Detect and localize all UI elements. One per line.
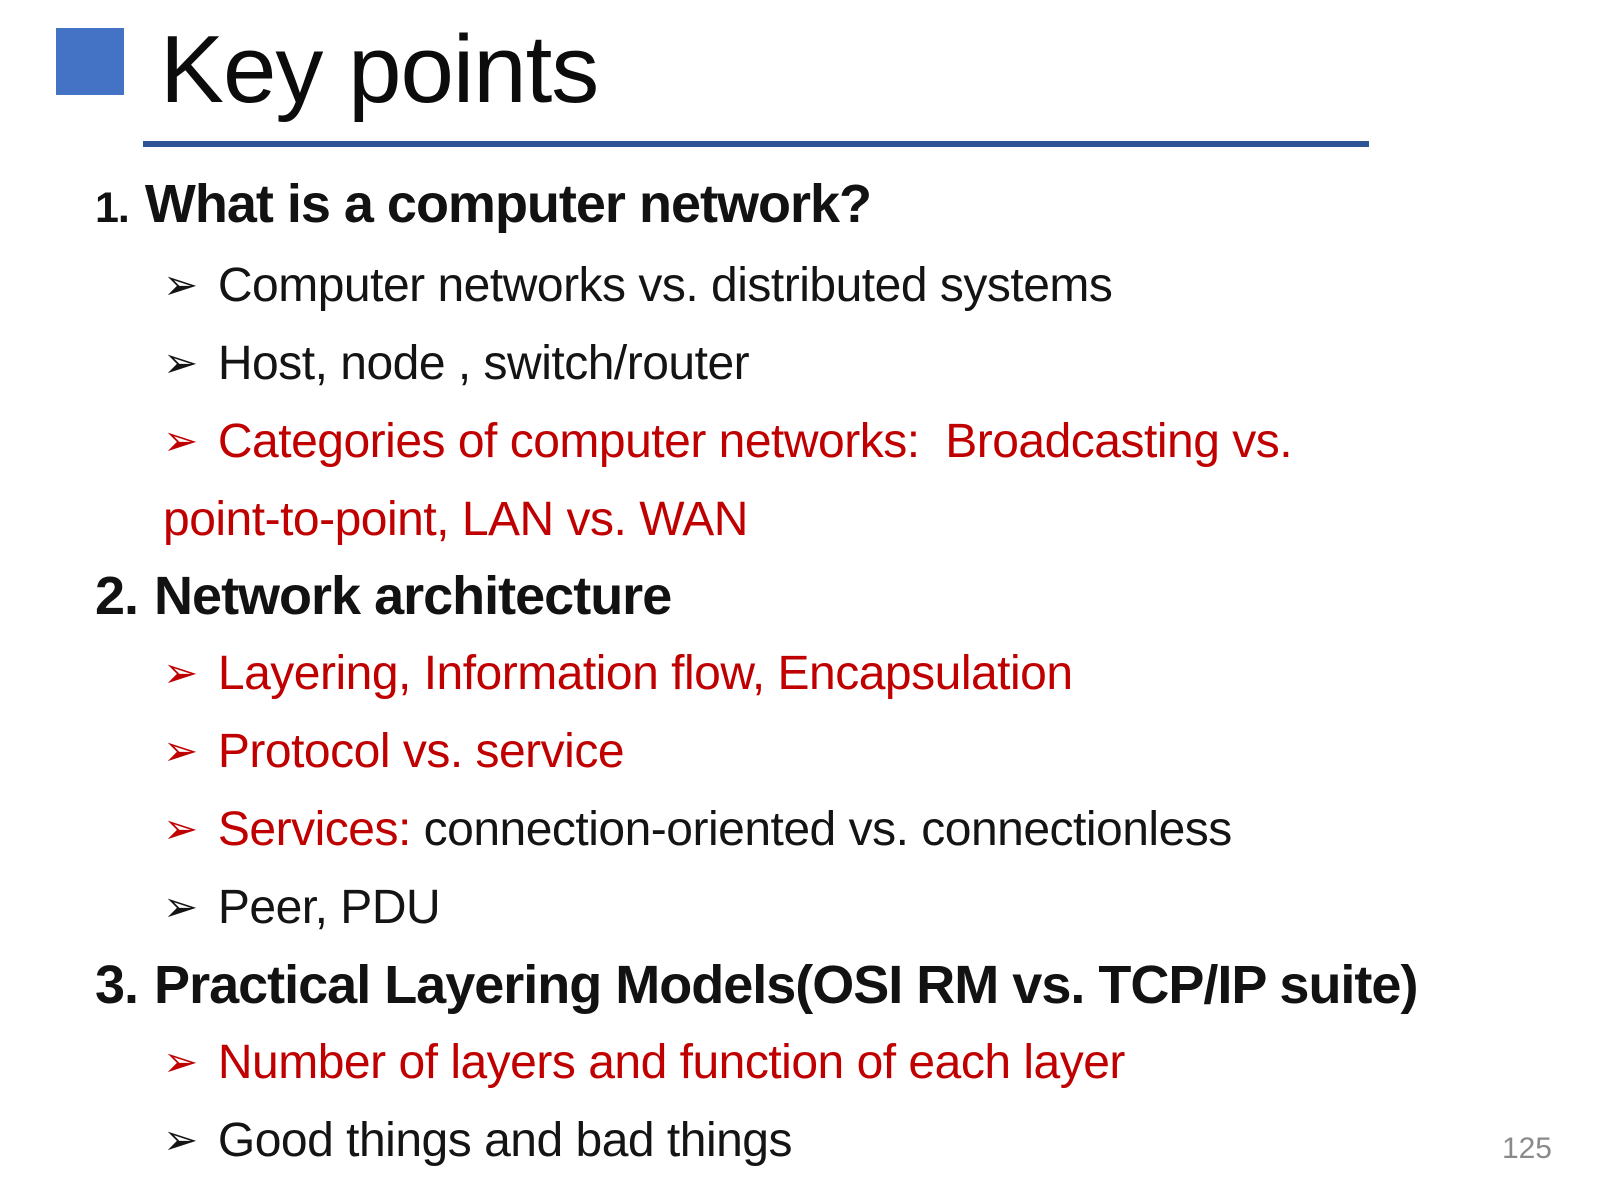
bullet-text-line1: Categories of computer networks: Broadca… (217, 415, 1293, 468)
bullet-arrow-icon: ➢ (163, 649, 198, 696)
bullet-arrow-icon: ➢ (163, 727, 198, 774)
bullet-item: ➢ Peer, PDU (0, 869, 1600, 947)
heading-2-text: Network architecture (154, 566, 672, 626)
bullet-arrow-icon: ➢ (163, 883, 198, 930)
heading-3-text: Practical Layering Models(OSI RM vs. TCP… (154, 955, 1418, 1015)
bullet-arrow-icon: ➢ (163, 417, 198, 464)
bullet-arrow-icon: ➢ (163, 805, 198, 852)
heading-1-number: 1. (95, 184, 130, 232)
bullet-arrow-icon: ➢ (163, 1038, 198, 1085)
bullet-arrow-icon: ➢ (163, 261, 198, 308)
heading-1: 1. What is a computer network? (0, 166, 1600, 247)
page-number: 125 (1501, 1132, 1552, 1165)
bullet-text: Peer, PDU (217, 881, 441, 934)
bullet-text-lead: Services: (217, 803, 411, 856)
title-accent-square (56, 28, 124, 95)
heading-1-text: What is a computer network? (144, 174, 872, 234)
heading-2: 2.Network architecture (0, 558, 1600, 635)
page-title: Key points (160, 16, 599, 123)
slide-body: 1. What is a computer network? ➢ Computer … (0, 166, 1600, 1180)
bullet-item: ➢ Host, node , switch/router (0, 325, 1600, 403)
bullet-text-line2: point-to-point, LAN vs. WAN (163, 493, 748, 546)
bullet-item: ➢ Services: connection-oriented vs. conne… (0, 791, 1600, 869)
bullet-text: Layering, Information flow, Encapsulatio… (217, 647, 1073, 700)
bullet-text: Host, node , switch/router (217, 337, 750, 390)
heading-3: 3.Practical Layering Models(OSI RM vs. T… (0, 947, 1600, 1024)
bullet-text-rest: connection-oriented vs. connectionless (410, 803, 1233, 856)
bullet-item: ➢ Layering, Information flow, Encapsulati… (0, 635, 1600, 713)
bullet-item: ➢ Computer networks vs. distributed syste… (0, 247, 1600, 325)
bullet-item: ➢ Number of layers and function of each l… (0, 1024, 1600, 1102)
bullet-arrow-icon: ➢ (163, 1116, 198, 1163)
bullet-arrow-icon: ➢ (163, 339, 198, 386)
bullet-item: ➢ Protocol vs. service (0, 713, 1600, 791)
bullet-text: Computer networks vs. distributed system… (217, 259, 1113, 312)
bullet-item: ➢ Categories of computer networks: Broadc… (0, 403, 1600, 558)
heading-2-number: 2. (95, 566, 139, 626)
bullet-text: Good things and bad things (217, 1114, 793, 1167)
bullet-text: Number of layers and function of each la… (217, 1036, 1126, 1089)
heading-3-number: 3. (95, 955, 139, 1015)
bullet-item: ➢ Good things and bad things (0, 1102, 1600, 1180)
bullet-text: Protocol vs. service (217, 725, 625, 778)
title-underline (143, 141, 1369, 147)
